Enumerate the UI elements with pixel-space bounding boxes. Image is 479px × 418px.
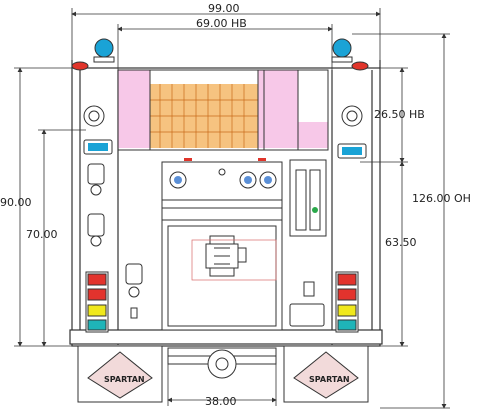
beacon-red-right — [351, 61, 369, 71]
spartan-logo-left: SPARTAN — [104, 375, 145, 384]
tail-light-icon-left — [85, 271, 109, 333]
left-side-fixtures — [87, 163, 143, 319]
hose-bed-pink-left — [118, 70, 150, 148]
dim-overall-height: 126.00 OH — [412, 192, 471, 205]
flood-light-icon-left — [83, 105, 105, 127]
beacon-red-left — [71, 61, 89, 71]
indicator-red-right — [258, 158, 266, 161]
flood-light-icon-right — [341, 105, 363, 127]
pump-outline-red — [191, 239, 277, 281]
dim-compartment-height-right: 63.50 — [385, 236, 417, 249]
dimension-lines — [14, 8, 450, 409]
gauge-icon-3 — [259, 171, 277, 189]
dim-step-width: 38.00 — [205, 395, 237, 408]
spartan-logo-icon — [293, 351, 359, 399]
indicator-red-left — [184, 158, 192, 161]
hose-bed-pink-right — [258, 70, 298, 148]
mud-flap-right — [283, 345, 369, 403]
dim-overall-height-left: 90.00 — [0, 196, 32, 209]
right-side-rack — [289, 159, 327, 237]
scene-light-icon-right — [337, 143, 367, 159]
gauge-icon-1 — [169, 171, 187, 189]
dim-hose-bed-width: 69.00 HB — [196, 17, 247, 30]
dim-hose-bed-height: 26.50 HB — [374, 108, 425, 121]
rear-step — [167, 347, 277, 379]
gauge-icon-2 — [239, 171, 257, 189]
dim-compartment-height-left: 70.00 — [26, 228, 58, 241]
spartan-logo-icon — [87, 351, 153, 399]
spartan-logo-right: SPARTAN — [309, 375, 350, 384]
mud-flap-left — [77, 345, 163, 403]
scene-light-icon-left — [83, 139, 113, 155]
pump-unit — [205, 235, 247, 277]
dim-overall-width: 99.00 — [208, 2, 240, 15]
hose-bed — [117, 69, 329, 151]
pump-panel — [161, 161, 283, 221]
sensor-icon — [289, 281, 325, 327]
beacon-icon-left — [93, 38, 115, 63]
tail-light-icon-right — [335, 271, 359, 333]
hose-bed-pink-lower — [298, 122, 328, 148]
beacon-icon-right — [331, 38, 353, 63]
